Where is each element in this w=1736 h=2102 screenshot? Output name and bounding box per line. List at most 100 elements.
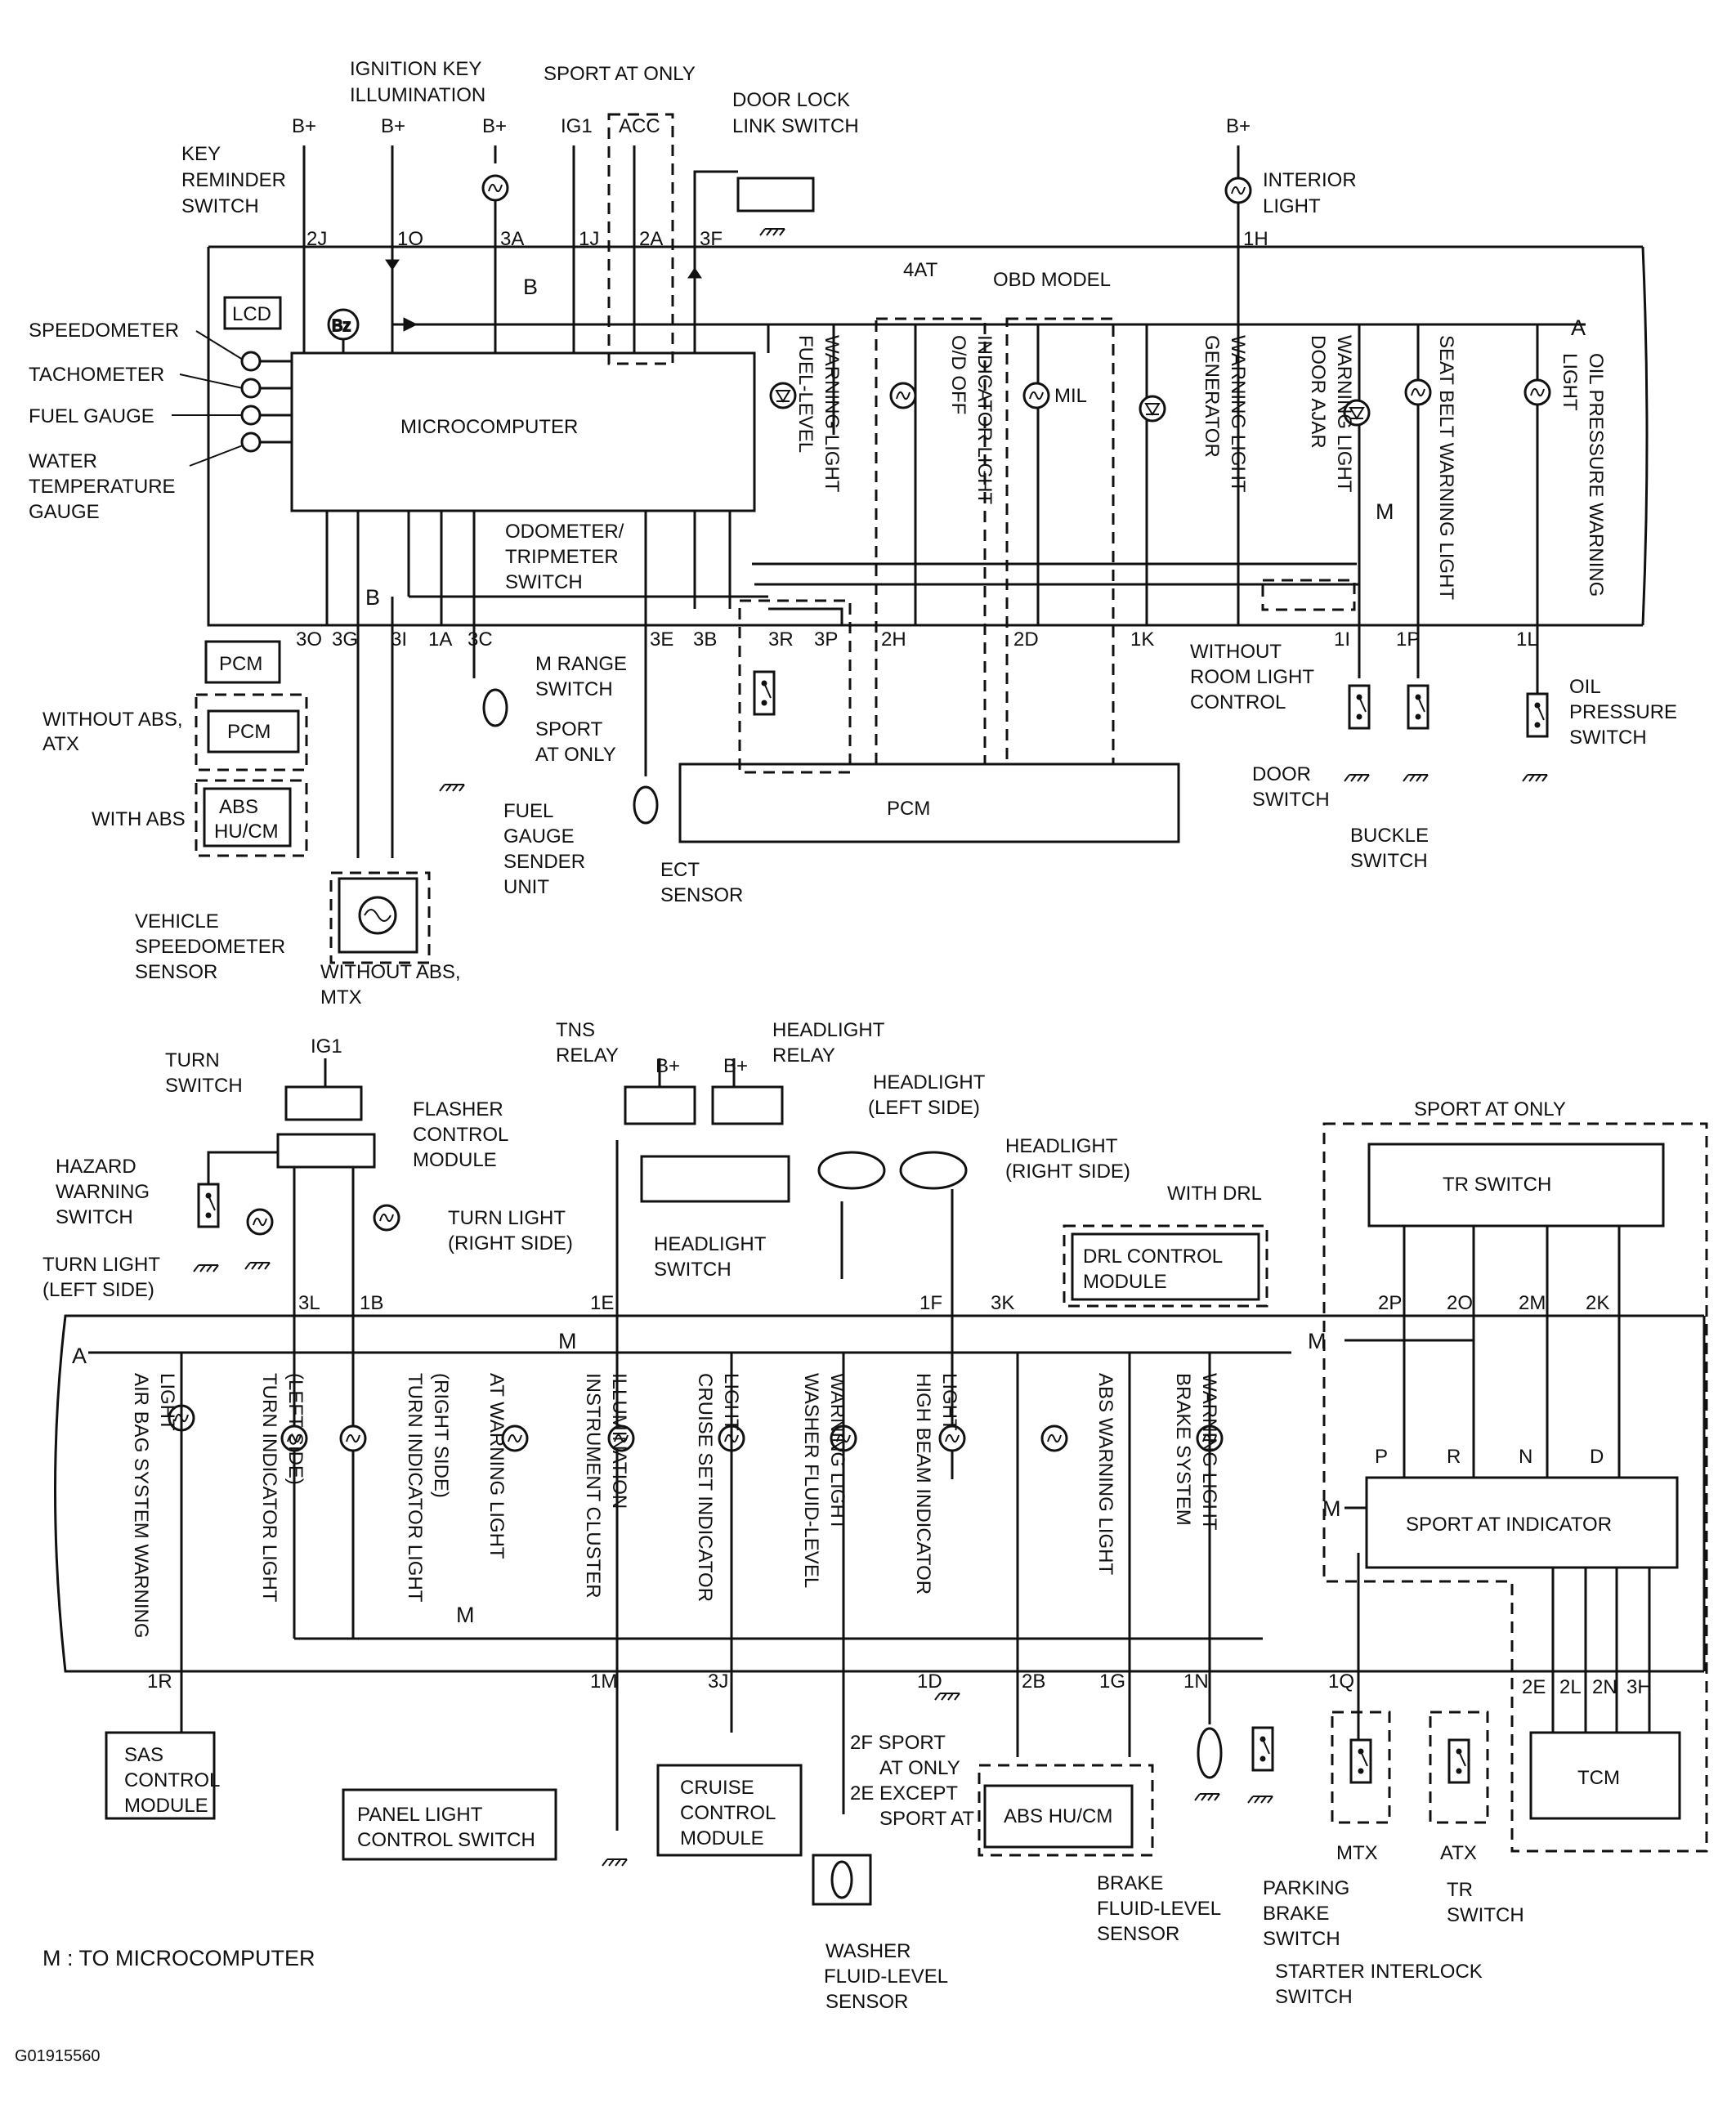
key-reminder-label-3: SWITCH: [181, 195, 259, 217]
sport-at-only-lower-dash: [1322, 1122, 1708, 1853]
fuel-sender-2: GAUGE: [503, 825, 575, 848]
cruise-box: [656, 1764, 803, 1857]
a-marker-2: A: [72, 1344, 87, 1368]
door-lock-label-1: DOOR LOCK: [732, 89, 850, 111]
prnd-n: N: [1519, 1446, 1532, 1468]
sport-at-only-label: SPORT AT ONLY: [544, 63, 696, 85]
washer-note-3: 2E EXCEPT: [850, 1782, 958, 1805]
terminal-3k: 3K: [991, 1292, 1014, 1314]
microcomputer-label: MICROCOMPUTER: [400, 416, 578, 438]
fuel-level-warning-1: FUEL-LEVEL: [794, 335, 817, 453]
washer-warning-1: WASHER FLUID-LEVEL: [800, 1373, 822, 1588]
odometer-1: ODOMETER/: [505, 521, 624, 543]
figure-id: G01915560: [15, 2047, 101, 2065]
atx-label: ATX: [1440, 1842, 1477, 1864]
without-abs-atx-1: WITHOUT ABS,: [43, 709, 183, 731]
acc-label: ACC: [619, 115, 660, 137]
lcd-box: [223, 296, 282, 330]
prnd-r: R: [1447, 1446, 1461, 1468]
washer-note-4: SPORT AT: [879, 1808, 974, 1830]
without-abs-mtx-2: MTX: [320, 986, 362, 1009]
tns-relay-1: TNS: [556, 1019, 595, 1041]
flasher-1: FLASHER: [413, 1098, 503, 1120]
sport-at-only-acc-dash: [607, 113, 674, 365]
instrument-illum-1: INSTRUMENT CLUSTER: [582, 1373, 604, 1599]
sport-at-only-2b: AT ONLY: [535, 744, 616, 766]
gauge-leaders: [172, 330, 244, 467]
room-light-dash: [1261, 579, 1356, 611]
odometer-2: TRIPMETER: [505, 546, 619, 568]
brake-fluid-sensor: [1197, 1727, 1223, 1779]
fuel-sender-1: FUEL: [503, 800, 553, 822]
tcm-box: [1529, 1731, 1681, 1820]
terminal-2k: 2K: [1586, 1292, 1609, 1314]
terminal-1r: 1R: [147, 1670, 172, 1693]
terminal-1a: 1A: [428, 628, 452, 651]
oil-switch-3: SWITCH: [1569, 727, 1647, 749]
washer-sensor-1: WASHER: [825, 1940, 911, 1962]
flasher-2: CONTROL: [413, 1124, 508, 1146]
sport-at-indicator-box: [1365, 1476, 1679, 1569]
oil-switch-2: PRESSURE: [1569, 701, 1677, 723]
terminal-3j: 3J: [708, 1670, 728, 1693]
terminal-2j: 2J: [306, 228, 327, 250]
lcd-label: LCD: [232, 303, 271, 325]
prnd-p: P: [1375, 1446, 1388, 1468]
terminal-2h: 2H: [881, 628, 906, 651]
turn-switch-1: TURN: [165, 1049, 220, 1071]
m-marker-4: M: [1322, 1496, 1341, 1521]
od-off-1: O/D OFF: [947, 335, 969, 414]
terminal-3f: 3F: [700, 228, 723, 250]
washer-note-1: 2F SPORT: [850, 1732, 946, 1754]
fuel-sender-3: SENDER: [503, 851, 585, 873]
flasher-3: MODULE: [413, 1149, 497, 1171]
panel-light-box: [342, 1788, 557, 1861]
headlight-relay-box: [711, 1085, 784, 1125]
terminal-1i: 1I: [1334, 628, 1350, 651]
turn-ind-right-1: TURN INDICATOR LIGHT: [404, 1373, 426, 1603]
abs-hucm-box-lower: [983, 1784, 1134, 1849]
pcm-2-label: PCM: [227, 721, 271, 743]
sas-1: SAS: [124, 1744, 163, 1766]
terminal-2e: 2E: [1522, 1676, 1546, 1698]
door-lock-label-2: LINK SWITCH: [732, 115, 859, 137]
legend: M : TO MICROCOMPUTER: [43, 1946, 315, 1970]
terminal-2l: 2L: [1559, 1676, 1582, 1698]
terminal-3i: 3I: [391, 628, 407, 651]
turn-left-1: TURN LIGHT: [43, 1254, 160, 1276]
abs-hucm-lower-label: ABS HU/CM: [1004, 1805, 1112, 1827]
fuel-gauge-label: FUEL GAUGE: [29, 405, 154, 427]
airbag-1: AIR BAG SYSTEM WARNING: [130, 1373, 152, 1638]
sas-2: CONTROL: [124, 1769, 220, 1791]
sport-at-only-mrange-dash: [738, 599, 852, 774]
headlight-right-1: HEADLIGHT: [1005, 1135, 1118, 1157]
m-marker-1: M: [1376, 499, 1394, 524]
m-range-1: M RANGE: [535, 653, 627, 675]
instrument-illum-2: ILLUMINATION: [608, 1373, 630, 1509]
terminal-1f: 1F: [919, 1292, 942, 1314]
generator-2: WARNING LIGHT: [1227, 335, 1249, 493]
terminal-2a: 2A: [639, 228, 663, 250]
buckle-switch-2: SWITCH: [1350, 850, 1428, 872]
terminal-2p: 2P: [1378, 1292, 1402, 1314]
parking-brake-2: BRAKE: [1263, 1903, 1329, 1925]
room-light-2: ROOM LIGHT: [1190, 666, 1314, 688]
terminal-1g: 1G: [1099, 1670, 1125, 1693]
headlight-relay-2: RELAY: [772, 1044, 835, 1067]
m-marker-3: M: [1308, 1329, 1327, 1353]
abs-label: ABS: [219, 796, 258, 818]
prnd-d: D: [1590, 1446, 1604, 1468]
starter-interlock-2: SWITCH: [1275, 1986, 1353, 2008]
brake-system-1: BRAKE SYSTEM: [1172, 1373, 1194, 1526]
terminal-1e: 1E: [590, 1292, 614, 1314]
interior-light-label-1: INTERIOR: [1263, 169, 1357, 191]
tr-switch2-2: SWITCH: [1447, 1904, 1524, 1926]
oil-pressure-2: LIGHT: [1559, 353, 1581, 411]
terminal-3g: 3G: [332, 628, 358, 651]
m-marker-2: M: [558, 1329, 577, 1353]
flasher-box: [276, 1133, 376, 1169]
washer-sensor-3: SENSOR: [825, 1991, 908, 2013]
washer-note-2: AT ONLY: [879, 1757, 960, 1779]
ignition-key-label-2: ILLUMINATION: [350, 84, 485, 106]
